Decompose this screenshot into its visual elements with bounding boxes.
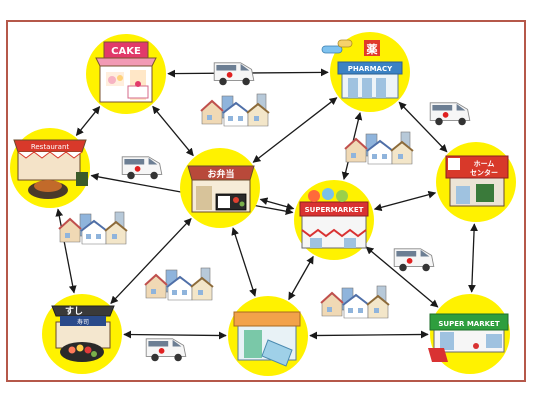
node-sushi[interactable]: すし 寿司 — [42, 294, 122, 374]
home-center-label-line1: ホーム — [474, 160, 495, 168]
houses-cluster-2 — [344, 131, 414, 165]
delivery-van-1 — [213, 62, 255, 86]
houses-cluster-3 — [58, 211, 128, 245]
houses-cluster-1 — [200, 93, 270, 127]
houses-cluster-5 — [320, 285, 390, 319]
bento-label: お弁当 — [207, 168, 234, 180]
supermarket-icon — [428, 313, 509, 362]
sushi-label: すし — [65, 306, 83, 317]
connection-supermarket1-drugstore — [288, 255, 314, 301]
delivery-van-3 — [121, 156, 163, 180]
connections-layer — [55, 68, 478, 340]
delivery-van-2 — [429, 102, 471, 126]
cake-shop-icon — [95, 41, 157, 103]
connection-homecenter-supermarket2 — [468, 223, 478, 293]
node-supermarket-1[interactable]: SUPERMARKET — [294, 180, 374, 260]
pharmacy-icon — [321, 39, 403, 99]
connection-drugstore-supermarket2 — [309, 330, 429, 340]
delivery-van-5 — [145, 338, 187, 362]
node-supermarket-2[interactable]: SUPER MARKET — [428, 294, 510, 374]
node-pharmacy[interactable]: 薬 PHARMACY — [321, 32, 410, 112]
node-restaurant[interactable]: Restaurant — [10, 128, 90, 208]
home-center-icon — [445, 155, 509, 207]
connection-pharmacy-homecenter — [398, 101, 448, 153]
delivery-van-4 — [393, 248, 435, 272]
pharmacy-label: PHARMACY — [348, 65, 393, 73]
supermarket-1-label: SUPERMARKET — [305, 206, 364, 214]
connection-cake-restaurant — [75, 106, 101, 136]
cake-label: CAKE — [111, 46, 141, 57]
pharmacy-kanji: 薬 — [367, 42, 379, 56]
connection-cake-bento — [152, 105, 194, 157]
home-center-label-line2: センター — [470, 168, 498, 177]
connection-bento-drugstore — [231, 227, 257, 297]
node-home-center[interactable]: ホーム センター — [436, 142, 516, 222]
supermarket-icon — [299, 188, 369, 249]
node-bento[interactable]: お弁当 — [180, 148, 260, 228]
connection-restaurant-sushi — [55, 208, 77, 294]
supermarket-2-label: SUPER MARKET — [438, 320, 499, 328]
sushi-shop-icon — [51, 305, 115, 362]
drugstore-icon — [233, 311, 301, 367]
connection-supermarket1-supermarket2 — [365, 246, 439, 308]
node-drugstore[interactable] — [228, 296, 308, 376]
restaurant-label: Restaurant — [31, 143, 70, 151]
connection-supermarket1-homecenter — [373, 190, 437, 212]
connection-pharmacy-bento — [252, 97, 338, 163]
connection-bento-sushi — [110, 217, 192, 305]
sushi-sublabel: 寿司 — [77, 318, 89, 326]
connection-sushi-drugstore — [123, 330, 227, 340]
houses-cluster-4 — [144, 267, 214, 301]
bento-shop-icon — [187, 165, 255, 213]
restaurant-icon — [13, 139, 88, 199]
node-cake[interactable]: CAKE — [86, 34, 166, 114]
